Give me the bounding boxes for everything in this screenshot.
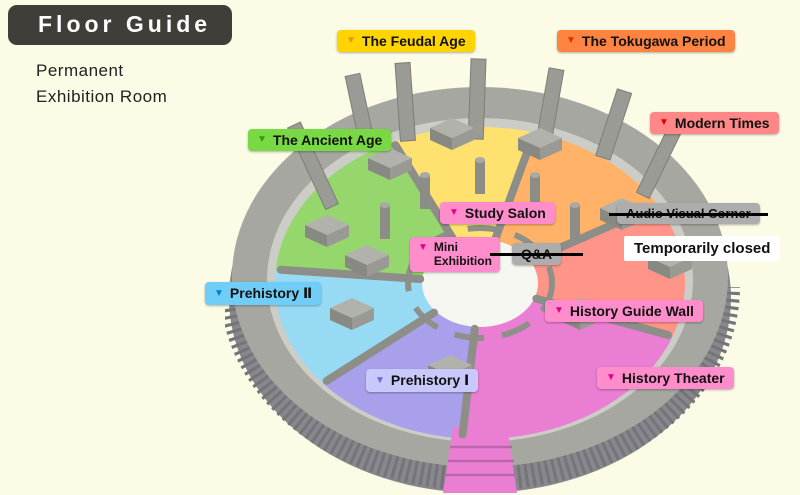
label-text: History Guide Wall [569,303,694,319]
exhibit-block [368,148,412,180]
atrium-wall-ring [405,225,555,341]
label-text: Q&A [521,246,553,262]
marker-triangle-icon: ▼ [257,134,267,145]
label-history-guide-wall: ▼ History Guide Wall [545,300,703,322]
label-text: Prehistory Ⅰ [390,372,470,388]
marker-triangle-icon: ▼ [554,305,564,316]
page-title: Floor Guide [8,5,232,45]
label-modern-times: ▼ Modern Times [650,112,779,134]
label-text: Study Salon [464,205,546,221]
pillars [380,157,580,239]
marker-triangle-icon: ▼ [375,374,385,386]
label-text: Temporarily closed [634,240,771,257]
label-text: Mini Exhibition [434,240,492,269]
exhibit-block [330,298,374,330]
label-text: History Theater [621,370,725,386]
marker-triangle-icon: ▼ [346,35,356,46]
label-text-line2: Exhibition [433,254,492,269]
subtitle-line-1: Permanent [36,61,124,80]
label-mini-exhibition: ▼ Mini Exhibition [410,237,500,272]
label-text: Audio Visual Corner [626,206,751,221]
label-text: The Feudal Age [361,33,466,49]
page-title-text: Floor Guide [38,11,212,37]
label-feudal-age: ▼ The Feudal Age [337,30,475,52]
marker-triangle-icon: ▼ [606,372,616,383]
label-study-salon: ▼ Study Salon [440,202,555,224]
label-text-line1: Mini [433,240,458,254]
label-text: Modern Times [674,115,770,131]
label-audio-visual-corner: Audio Visual Corner [617,203,760,224]
label-qa: Q&A [512,243,562,265]
label-tokugawa-period: ▼ The Tokugawa Period [557,30,735,52]
entrance-steps [446,445,516,477]
label-text: The Ancient Age [272,132,383,148]
subtitle: Permanent Exhibition Room [36,58,167,109]
marker-triangle-icon: ▼ [449,207,459,218]
label-temporarily-closed: Temporarily closed [624,236,781,261]
label-prehistory-2: ▼ Prehistory Ⅱ [205,282,322,305]
exhibit-block [305,215,349,247]
exhibit-block [430,118,474,150]
exhibit-block [518,128,562,160]
exhibit-block [345,245,389,277]
marker-triangle-icon: ▼ [566,35,576,46]
label-history-theater: ▼ History Theater [597,367,734,389]
label-text: The Tokugawa Period [581,33,726,49]
label-prehistory-1: ▼ Prehistory Ⅰ [366,369,479,392]
label-ancient-age: ▼ The Ancient Age [248,129,392,151]
marker-triangle-icon: ▼ [659,117,669,128]
region-prehistory-1 [322,283,480,439]
marker-triangle-icon: ▼ [214,287,224,299]
marker-triangle-icon: ▼ [418,242,428,253]
subtitle-line-2: Exhibition Room [36,86,168,106]
label-text: Prehistory Ⅱ [229,285,313,301]
